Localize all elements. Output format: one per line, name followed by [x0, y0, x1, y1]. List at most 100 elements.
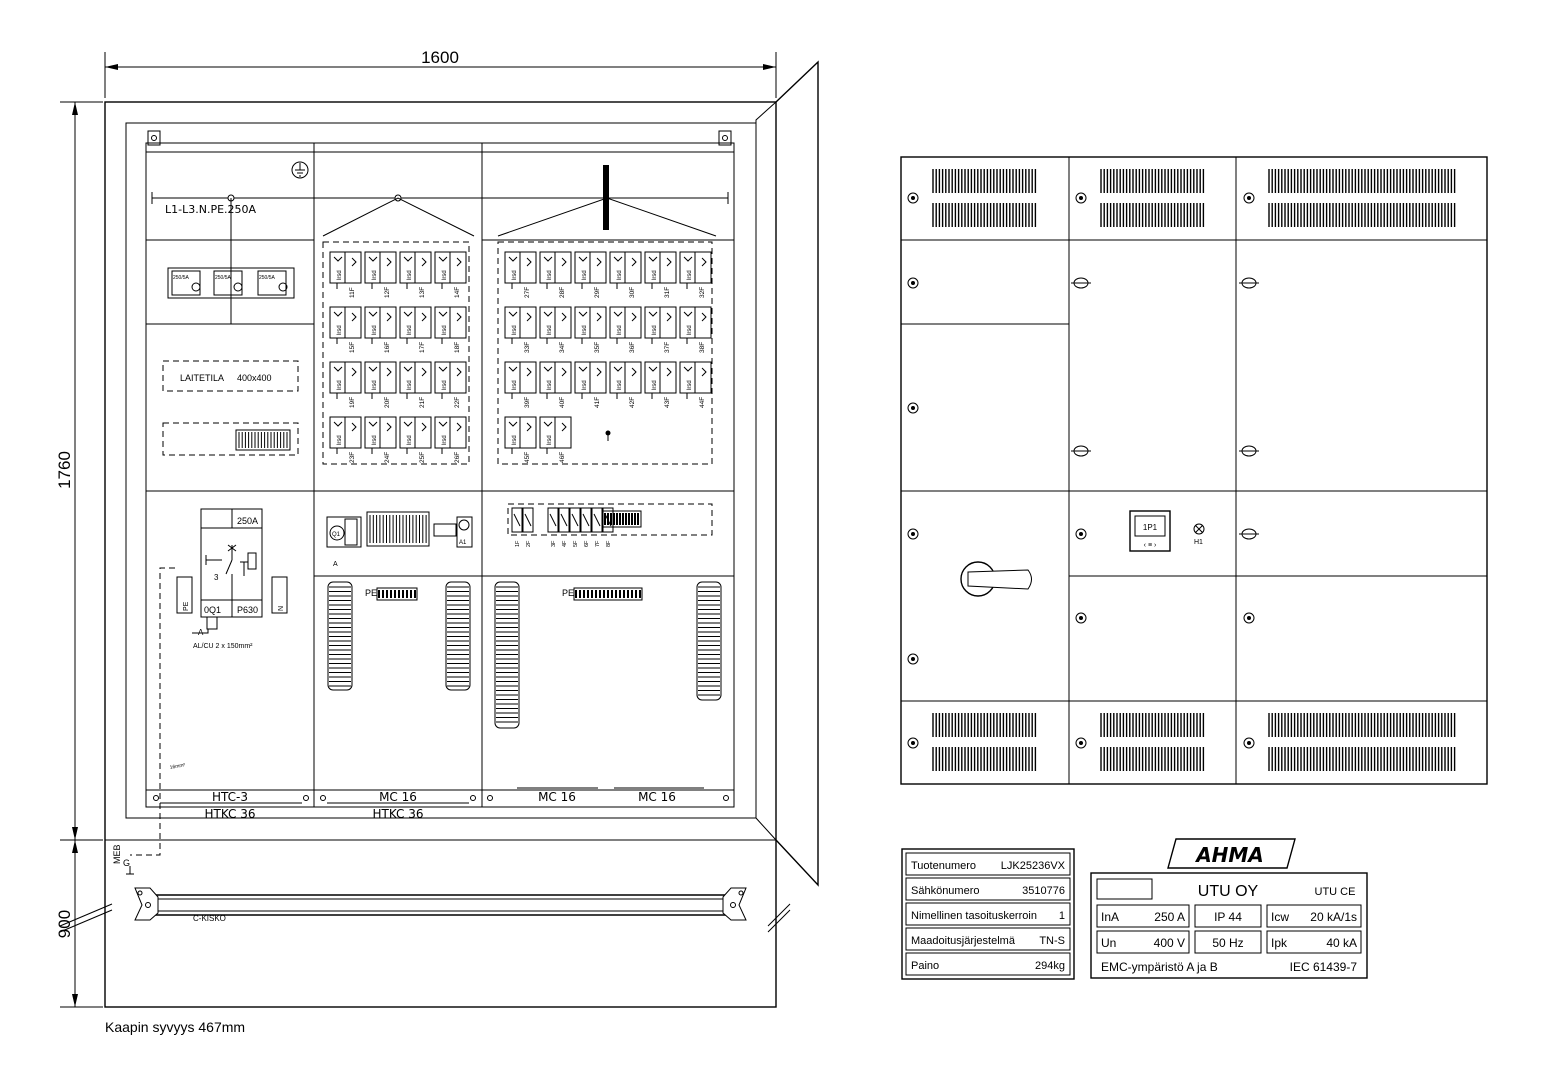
meter-a1: A1 — [459, 540, 467, 546]
fuse-type-label: lrsd — [337, 270, 343, 280]
busbar-clamp — [603, 165, 609, 230]
front-meter-keys: ‹ ≡ › — [1144, 542, 1157, 549]
screw-icon — [1075, 528, 1087, 540]
fuse-id: 38F — [699, 342, 706, 353]
pe-bar — [573, 587, 643, 601]
fuse-id: 25F — [419, 452, 426, 463]
fuse-id: 30F — [629, 287, 636, 298]
main-switch: 250A 3 0Q1 P630 A AL/CU 2 x 150mm² PE N … — [130, 508, 288, 856]
label-mc16-a: MC 16 — [379, 790, 417, 804]
switch-rating: 250A — [237, 516, 258, 526]
pe-bar-label-2: PE — [562, 588, 574, 598]
svg-text:250/5A: 250/5A — [173, 275, 190, 281]
main-switch-handle[interactable] — [960, 561, 1032, 597]
fuse-36F: lrsd 36F — [609, 306, 642, 353]
lock-icon[interactable] — [1071, 277, 1091, 289]
lock-icon[interactable] — [1239, 528, 1259, 540]
lock-icon[interactable] — [1239, 277, 1259, 289]
fuse-id: 45F — [524, 452, 531, 463]
fuse-type-label: lrsd — [512, 325, 518, 335]
ina-label: InA — [1101, 910, 1119, 924]
meter-terminals: Q1 A A1 — [326, 511, 473, 568]
fuse-id: 20F — [384, 397, 391, 408]
fuse-type-label: lrsd — [407, 380, 413, 390]
marks-text: UTU CE — [1315, 886, 1356, 898]
rating-plate: UTU OY UTU CE InA 250 A IP 44 Icw 20 kA/… — [1090, 872, 1368, 979]
meter-q: Q1 — [332, 532, 341, 538]
info-value: TN-S — [1039, 935, 1065, 947]
breaker-id: 6F — [584, 540, 590, 547]
device-area-size: 400x400 — [237, 373, 272, 383]
breaker-4F: 4F — [558, 507, 570, 547]
svg-text:A: A — [333, 561, 338, 568]
fuse-id: 34F — [559, 342, 566, 353]
screw-icon — [1243, 192, 1255, 204]
breaker-7F: 7F — [591, 507, 603, 547]
fuse-type-label: lrsd — [617, 380, 623, 390]
info-value: 3510776 — [1022, 885, 1065, 897]
meb-g: G — [123, 858, 130, 868]
c-rail-label: C-KISKO — [193, 914, 226, 923]
fuse-type-label: lrsd — [512, 380, 518, 390]
fuse-type-label: lrsd — [652, 325, 658, 335]
fuse-id: 16F — [384, 342, 391, 353]
fuse-type-label: lrsd — [442, 380, 448, 390]
hz-value: 50 Hz — [1212, 936, 1243, 950]
fuse-id: 15F — [349, 342, 356, 353]
fuse-type-label: lrsd — [407, 270, 413, 280]
lock-icon[interactable] — [1239, 445, 1259, 457]
signal-lamp: H1 — [1193, 523, 1205, 546]
breaker-id: 7F — [595, 540, 601, 547]
screw-icon — [907, 528, 919, 540]
brand-plate: AHMA — [1167, 838, 1296, 869]
pe-terminal: PE — [183, 601, 190, 611]
fuse-id: 35F — [594, 342, 601, 353]
fuse-id: 14F — [454, 287, 461, 298]
breaker-id: 3F — [551, 540, 557, 547]
lamp-label: H1 — [1194, 539, 1203, 546]
screw-icon — [1243, 737, 1255, 749]
fuse-id: 11F — [349, 287, 356, 298]
fuse-id: 44F — [699, 397, 706, 408]
switch-id-left: 0Q1 — [204, 605, 221, 615]
fuse-type-label: lrsd — [617, 325, 623, 335]
terminal-area — [162, 422, 299, 456]
label-mc16-b: MC 16 — [538, 790, 576, 804]
fuse-id: 43F — [664, 397, 671, 408]
ipk-label: Ipk — [1271, 936, 1288, 950]
ipk-value: 40 kA — [1326, 936, 1357, 950]
fuse-id: 40F — [559, 397, 566, 408]
meb-label: MEB — [112, 844, 122, 864]
svg-text:250/5A: 250/5A — [215, 275, 232, 281]
main-fuse-switch: 250/5A 250/5A 250/5A — [167, 267, 295, 299]
fuse-type-label: lrsd — [512, 435, 518, 445]
label-htc: HTC-3 — [212, 790, 248, 804]
screw-icon — [1075, 612, 1087, 624]
front-meter-label: 1P1 — [1143, 523, 1158, 532]
breaker-3F: 3F — [547, 507, 559, 547]
cable-duct — [696, 581, 722, 701]
fuse-type-label: lrsd — [337, 325, 343, 335]
pe-bar — [376, 587, 418, 601]
fuse-id: 26F — [454, 452, 461, 463]
fuse-id: 17F — [419, 342, 426, 353]
label-mc16-c: MC 16 — [638, 790, 676, 804]
screw-icon — [907, 192, 919, 204]
breaker-5F: 5F — [569, 507, 581, 547]
breaker-6F: 6F — [580, 507, 592, 547]
fuse-id: 36F — [629, 342, 636, 353]
small-breakers-area — [507, 503, 713, 536]
lock-icon[interactable] — [1071, 445, 1091, 457]
fuse-id: 22F — [454, 397, 461, 408]
